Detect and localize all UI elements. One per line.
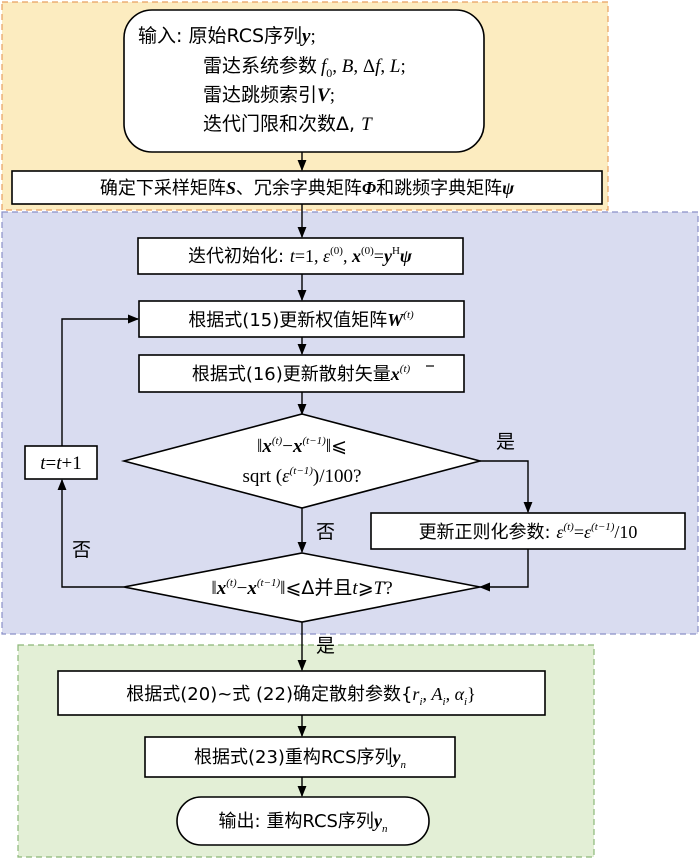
scatter-box-text: 根据式(16)更新散射矢量x(t): [192, 363, 411, 385]
output-box-text: 输出: 重构RCS序列yn: [219, 811, 388, 835]
params-box-text: 根据式(20)~式 (22)确定散射参数{ri, Ai, αi}: [126, 684, 475, 708]
input-box: [123, 9, 485, 153]
reconstruct-box: [144, 736, 456, 778]
init-box-text: 迭代初始化: t=1, ε(0), x(0)=yHψ: [188, 245, 413, 267]
arrow-update-to-cond2: [478, 549, 529, 592]
weight-box-text: 根据式(15)更新权值矩阵W(t): [188, 309, 414, 331]
increment-text: t=t+1: [40, 453, 82, 474]
no-label-2: 否: [72, 539, 91, 561]
matrix-box-text: 确定下采样矩阵S、冗余字典矩阵Φ和跳频字典矩阵ψ: [100, 178, 515, 199]
no-label-1: 否: [316, 521, 335, 543]
condition-1-line-2: sqrt (ε(t−1))/100?: [243, 465, 362, 487]
reconstruct-box-text: 根据式(23)重构RCS序列yn: [194, 747, 407, 771]
input-line-4: 迭代门限和次数Δ, T: [203, 113, 373, 135]
arrow-cond1-yes: [480, 460, 533, 514]
params-box: [57, 670, 546, 716]
arrow-cond2-no: [57, 478, 124, 588]
increment-box: [24, 445, 98, 480]
matrix-box: [11, 170, 603, 205]
scatter-box: [138, 354, 465, 393]
output-box: [176, 796, 430, 846]
condition-2-text: ‖x(t)−x(t−1)‖⩽Δ并且t⩾T?: [211, 577, 392, 599]
input-line-3: 雷达跳频索引V;: [203, 84, 335, 106]
yes-label-2: 是: [316, 635, 335, 657]
init-box: [137, 237, 464, 275]
update-regularization-text: 更新正则化参数: ε(t)=ε(t−1)/10: [419, 521, 638, 543]
arrow-increment-to-weight: [61, 314, 140, 446]
input-line-1: 输入: 原始RCS序列y;: [138, 25, 316, 47]
condition-1-line-1: ‖x(t)−x(t−1)‖⩽: [257, 435, 347, 457]
yes-label-1: 是: [496, 431, 515, 453]
